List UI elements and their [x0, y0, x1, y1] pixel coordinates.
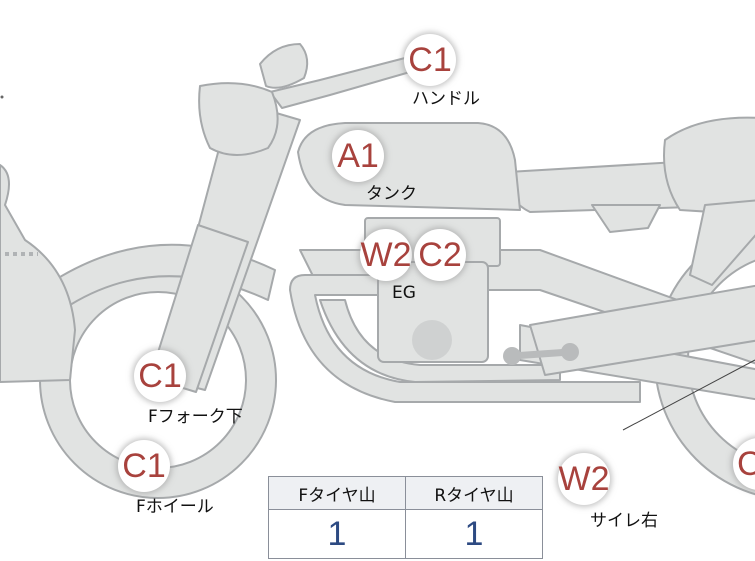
- leader-line: [622, 359, 755, 431]
- headlight: [198, 82, 279, 156]
- muffler: [529, 284, 755, 376]
- grade-badge-rear-partial-clip: C: [725, 430, 755, 500]
- side-cover: [591, 204, 661, 233]
- header-front-tire: Fタイヤ山: [268, 476, 406, 510]
- label-tank: タンク: [366, 184, 417, 204]
- value-rear-tire: 1: [405, 509, 543, 559]
- label-front-wheel: Fホイール: [136, 497, 214, 517]
- grade-badge-engine-1: W2: [360, 229, 412, 281]
- value-front-tire: 1: [268, 509, 406, 559]
- grade-badge-front-wheel: C1: [118, 440, 170, 492]
- fork-lower: [149, 224, 249, 393]
- tire-tread-table: Fタイヤ山 Rタイヤ山 1 1: [268, 476, 543, 559]
- exhaust-pipe-upper: [289, 274, 641, 403]
- grade-badge-tank: A1: [332, 130, 384, 182]
- rear-tail: [663, 116, 755, 216]
- label-muffler-right: サイレ右: [590, 511, 658, 531]
- label-front-fork: Fフォーク下: [148, 407, 243, 427]
- headlight-rim: [259, 43, 309, 89]
- grade-badge-front-fork: C1: [134, 350, 186, 402]
- grade-badge-muffler-right: W2: [558, 453, 610, 505]
- rear-frame: [689, 199, 755, 286]
- label-handle: ハンドル: [412, 89, 480, 109]
- engine-cover: [412, 320, 452, 360]
- grade-badge-rear-partial: C: [733, 438, 755, 490]
- label-engine: EG: [392, 283, 416, 303]
- front-cowl: [0, 164, 76, 383]
- grade-badge-handle: C1: [404, 34, 456, 86]
- header-rear-tire: Rタイヤ山: [405, 476, 543, 510]
- grade-badge-engine-2: C2: [414, 229, 466, 281]
